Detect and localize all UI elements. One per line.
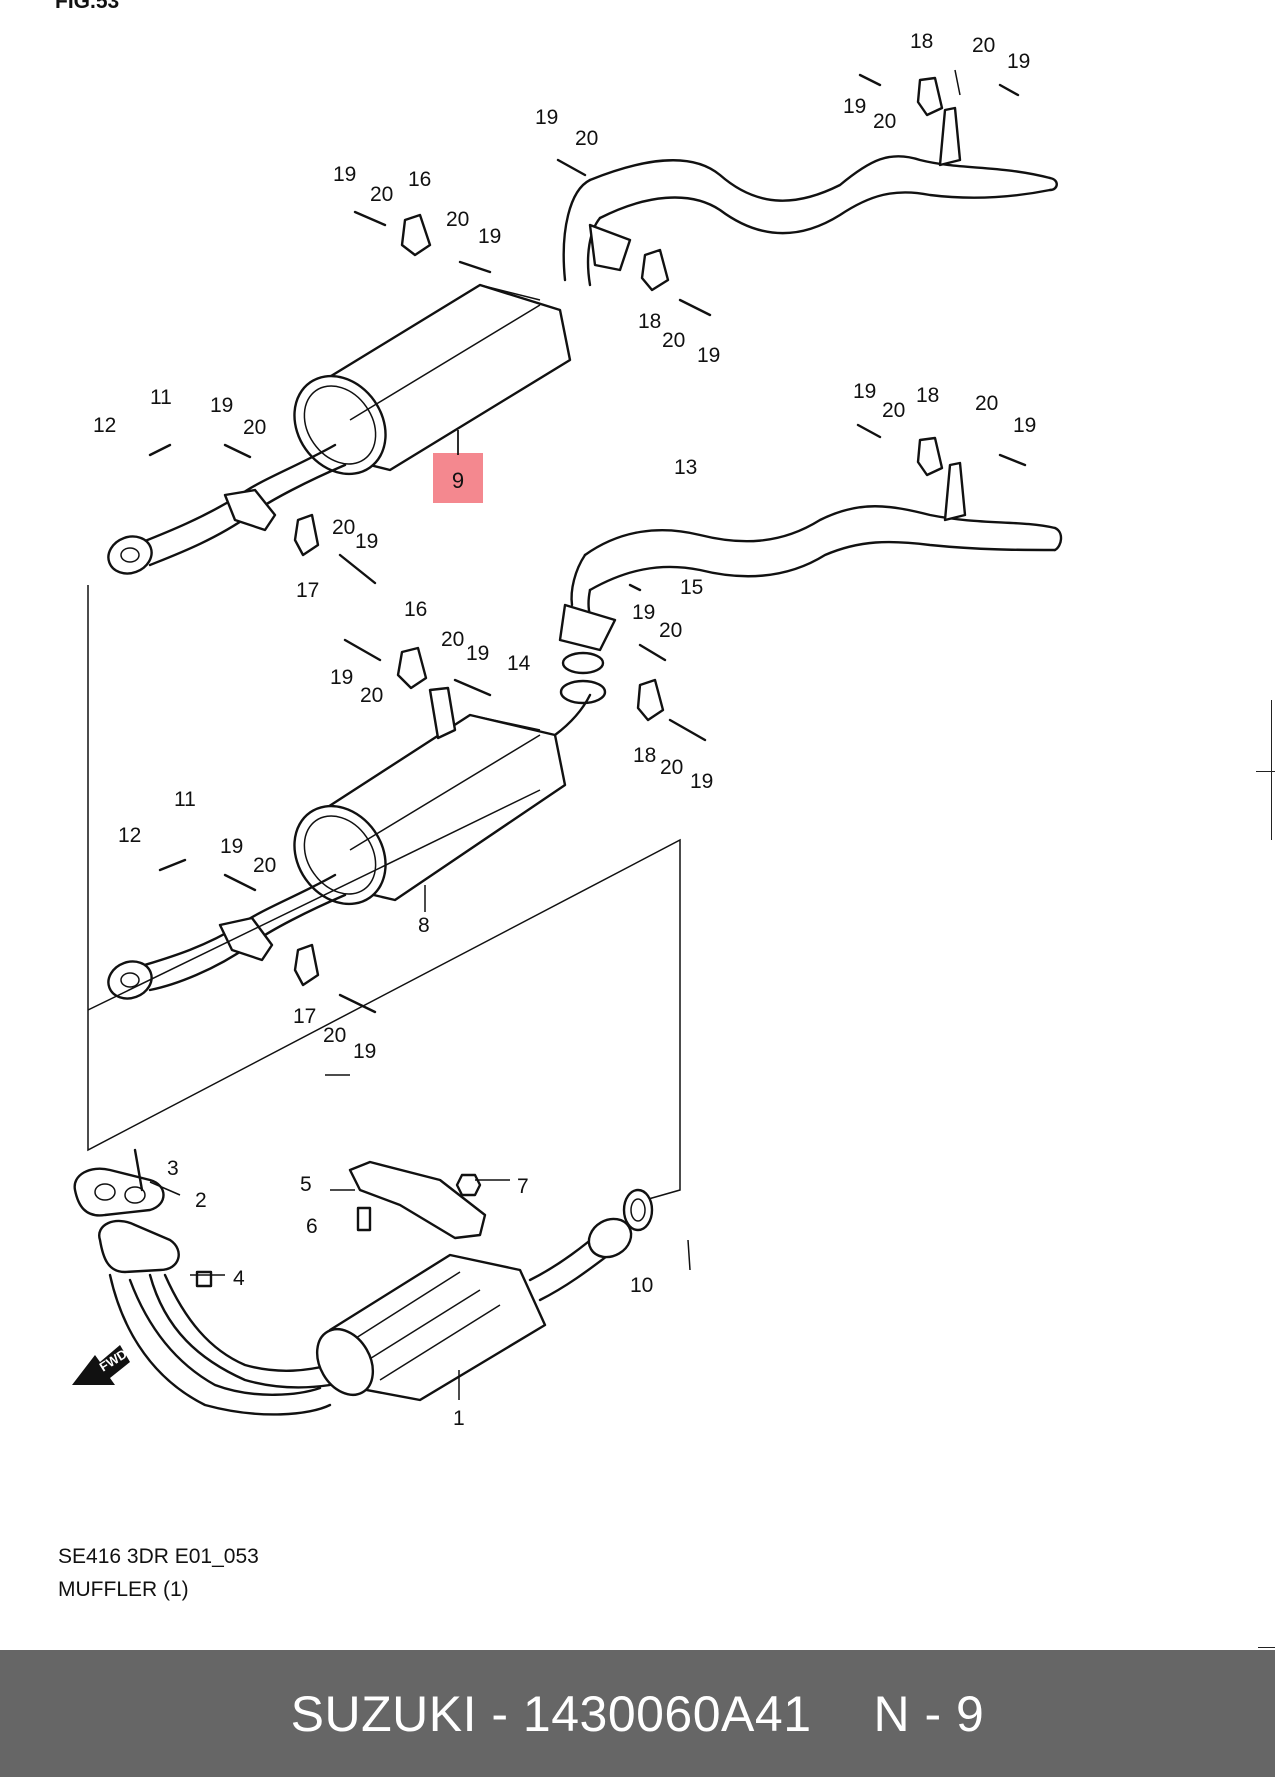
callout[interactable]: 19 <box>535 106 558 129</box>
callout[interactable]: 20 <box>972 34 995 57</box>
callout[interactable]: 20 <box>882 399 905 422</box>
callout[interactable]: 19 <box>466 642 489 665</box>
callout[interactable]: 15 <box>680 576 703 599</box>
callout[interactable]: 19 <box>353 1040 376 1063</box>
callout[interactable]: 19 <box>632 601 655 624</box>
callouts-bottom: 3 2 5 7 6 4 10 1 <box>167 1157 653 1430</box>
callout[interactable]: 20 <box>659 619 682 642</box>
diagram-code: SE416 3DR E01_053 <box>58 1545 259 1568</box>
callout[interactable]: 12 <box>93 414 116 437</box>
callout[interactable]: 20 <box>662 329 685 352</box>
callout[interactable]: 19 <box>843 95 866 118</box>
callout[interactable]: 19 <box>330 666 353 689</box>
callout[interactable]: 13 <box>674 456 697 479</box>
callout[interactable]: 20 <box>446 208 469 231</box>
callout[interactable]: 2 <box>195 1189 207 1212</box>
callout[interactable]: 7 <box>517 1175 529 1198</box>
callout[interactable]: 16 <box>404 598 427 621</box>
callout[interactable]: 17 <box>293 1005 316 1028</box>
figure-title: FIG.53 <box>55 0 119 13</box>
callout[interactable]: 18 <box>633 744 656 767</box>
callout[interactable]: 18 <box>638 310 661 333</box>
callout[interactable]: 20 <box>975 392 998 415</box>
callout[interactable]: 19 <box>355 530 378 553</box>
callout[interactable]: 11 <box>150 386 172 409</box>
parts-diagram: FIG.53 9 <box>55 0 1063 1430</box>
callout[interactable]: 20 <box>873 110 896 133</box>
callout[interactable]: 12 <box>118 824 141 847</box>
callout[interactable]: 18 <box>910 30 933 53</box>
callout[interactable]: 19 <box>690 770 713 793</box>
callout[interactable]: 20 <box>441 628 464 651</box>
callout[interactable]: 20 <box>243 416 266 439</box>
edge-mark <box>1271 700 1272 840</box>
callout[interactable]: 3 <box>167 1157 179 1180</box>
callouts-top: 19 20 18 20 19 19 20 19 20 16 20 19 18 2… <box>93 30 1030 602</box>
callout[interactable]: 16 <box>408 168 431 191</box>
leader-lines <box>149 69 961 1400</box>
callouts-mid: 19 20 18 20 19 13 15 16 20 19 19 20 14 1… <box>118 380 1036 1063</box>
top-assembly: 9 <box>107 73 1058 585</box>
callout[interactable]: 20 <box>253 854 276 877</box>
callout[interactable]: 19 <box>697 344 720 367</box>
callout[interactable]: 19 <box>853 380 876 403</box>
callout[interactable]: 20 <box>575 127 598 150</box>
diagram-name: MUFFLER (1) <box>58 1578 189 1601</box>
callout[interactable]: 18 <box>916 384 939 407</box>
callout[interactable]: 20 <box>323 1024 346 1047</box>
callout[interactable]: 19 <box>220 835 243 858</box>
callout[interactable]: 19 <box>1007 50 1030 73</box>
part-number: SUZUKI - 1430060A41 <box>290 1685 812 1742</box>
middle-assembly <box>107 423 1063 1014</box>
callout[interactable]: 20 <box>360 684 383 707</box>
position-ref: N - 9 <box>873 1685 985 1742</box>
callout[interactable]: 20 <box>370 183 393 206</box>
highlight-label: 9 <box>452 468 464 493</box>
frame-lines <box>87 585 681 1201</box>
fwd-arrow-icon: FWD <box>72 1345 130 1385</box>
callout[interactable]: 10 <box>630 1274 653 1297</box>
callout[interactable]: 5 <box>300 1173 312 1196</box>
callout[interactable]: 1 <box>453 1407 465 1430</box>
edge-mark <box>1258 1647 1275 1648</box>
callout[interactable]: 19 <box>1013 414 1036 437</box>
callout[interactable]: 19 <box>210 394 233 417</box>
callout[interactable]: 19 <box>333 163 356 186</box>
callout[interactable]: 6 <box>306 1215 318 1238</box>
callout[interactable]: 14 <box>507 652 531 675</box>
callout[interactable]: 17 <box>296 579 319 602</box>
edge-mark <box>1256 771 1275 772</box>
highlight-box[interactable] <box>433 453 483 503</box>
callout[interactable]: 8 <box>418 914 430 937</box>
bottom-assembly: FWD <box>72 1148 654 1416</box>
callout[interactable]: 11 <box>174 788 196 811</box>
footer-bar: SUZUKI - 1430060A41 N - 9 <box>0 1650 1275 1777</box>
callout[interactable]: 19 <box>478 225 501 248</box>
callout[interactable]: 20 <box>332 516 355 539</box>
callout[interactable]: 20 <box>660 756 683 779</box>
callout[interactable]: 4 <box>233 1267 245 1290</box>
